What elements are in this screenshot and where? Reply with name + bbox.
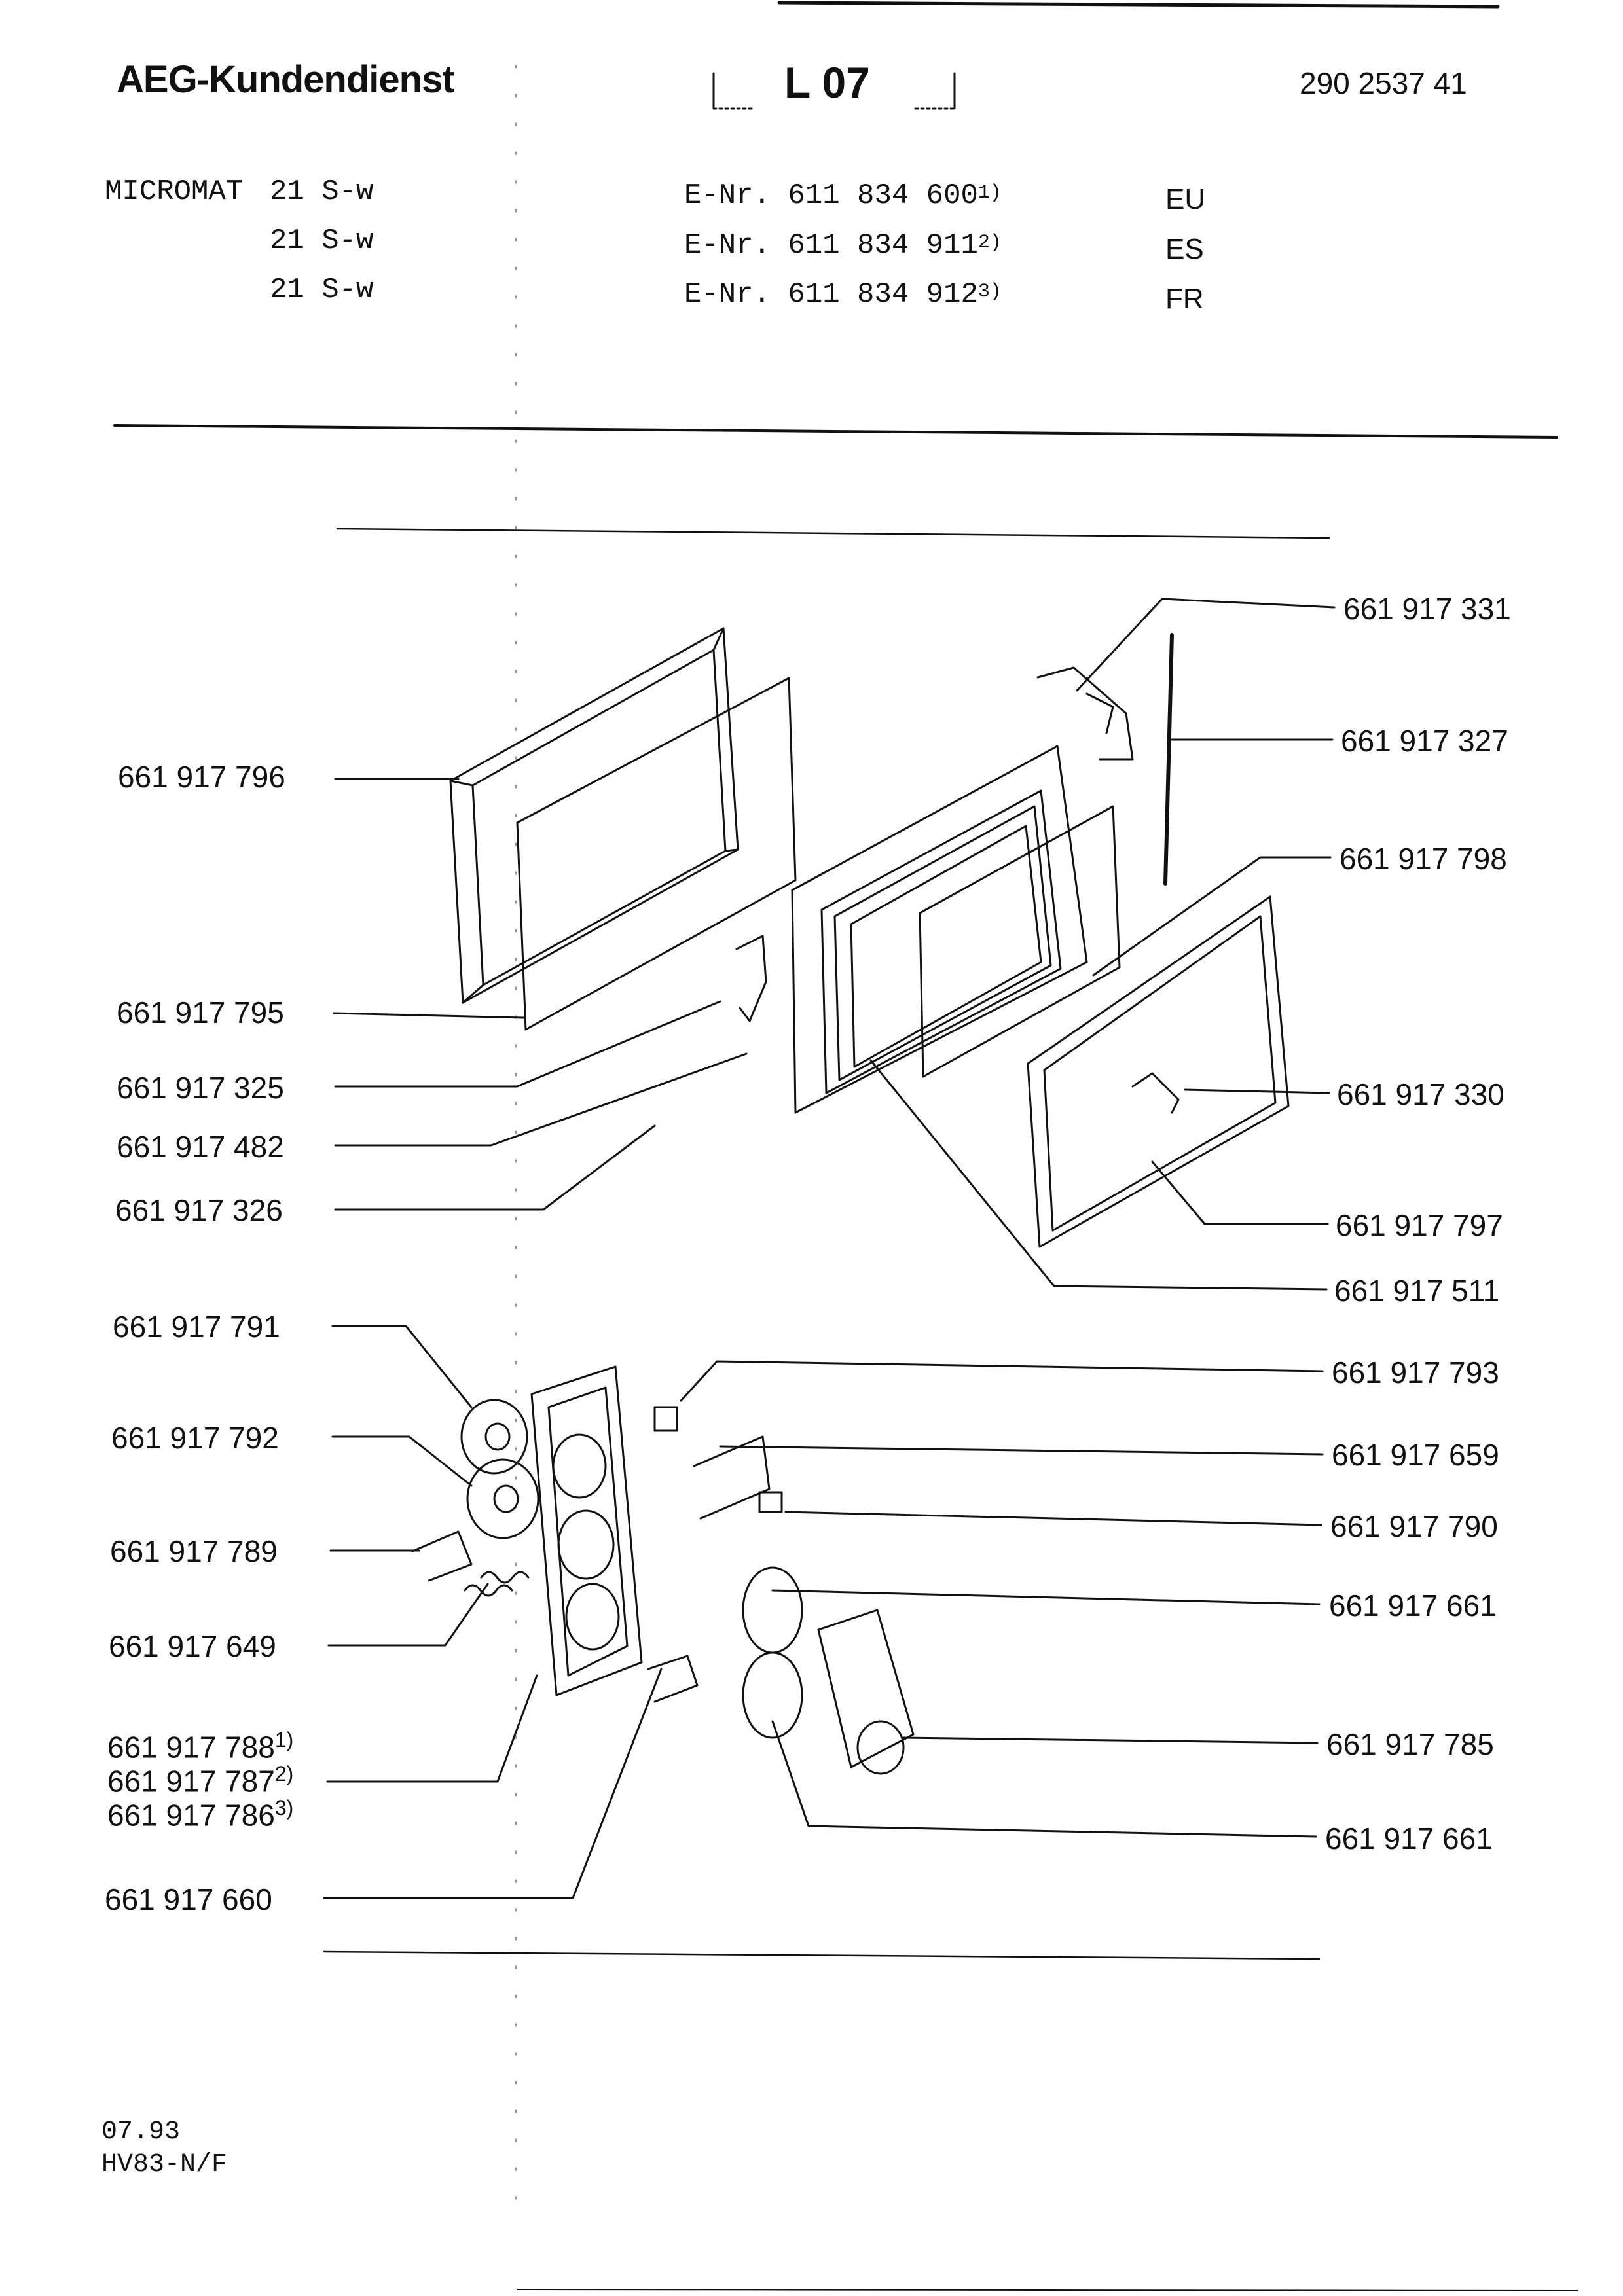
part-label-left: 661 917 325 <box>117 1071 284 1105</box>
country-code-2: ES <box>1165 233 1204 265</box>
part-label-left: 661 917 791 <box>113 1310 280 1344</box>
model-variant-2: 21 S-w <box>270 224 374 257</box>
leader-line <box>334 1052 748 1147</box>
model-name: MICROMAT <box>105 175 244 208</box>
door-glass-panel <box>516 677 797 1031</box>
leader-line <box>1184 1088 1330 1094</box>
part-label-left-variant: 661 917 7872) <box>107 1762 294 1799</box>
sheet-bracket-right <box>914 72 956 110</box>
relay-unit <box>758 1491 783 1513</box>
leader-line <box>334 1124 656 1211</box>
drawing-top-rule <box>336 528 1330 539</box>
part-label-left: 661 917 795 <box>117 996 284 1030</box>
leader-line <box>326 1674 538 1783</box>
leader-line <box>1076 598 1336 692</box>
leader-line <box>331 1325 473 1408</box>
knob-spring-lower <box>464 1584 513 1597</box>
sheet-bracket-left <box>712 72 754 110</box>
leader-line <box>323 1668 663 1899</box>
part-label-left: 661 917 482 <box>117 1130 284 1164</box>
sheet-number: L 07 <box>784 58 870 107</box>
leader-line <box>327 1583 489 1647</box>
part-label-right: 661 917 793 <box>1332 1355 1499 1390</box>
leader-line <box>719 1445 1324 1456</box>
enr-1: E-Nr. 611 834 6001) <box>684 179 1002 212</box>
part-label-left: 661 917 792 <box>111 1421 279 1455</box>
part-label-right: 661 917 661 <box>1329 1588 1497 1623</box>
document-number: 290 2537 41 <box>1300 66 1467 100</box>
part-label-left: 661 917 789 <box>110 1534 278 1568</box>
part-label-left-variant: 661 917 7881) <box>107 1728 294 1765</box>
leader-line <box>902 1736 1319 1744</box>
door-latch-hook <box>735 935 767 1022</box>
footer-code: HV83-N/F <box>101 2150 228 2179</box>
part-label-right: 661 917 331 <box>1343 592 1511 626</box>
leader-line <box>771 1720 1317 1838</box>
part-label-right: 661 917 327 <box>1341 724 1508 758</box>
enr-2: E-Nr. 611 834 9112) <box>684 229 1002 262</box>
inner-mesh-window <box>919 805 1121 1078</box>
part-label-right: 661 917 330 <box>1337 1077 1504 1111</box>
part-label-right: 661 917 511 <box>1334 1274 1500 1308</box>
part-label-right: 661 917 785 <box>1326 1727 1494 1761</box>
model-variant-1: 21 S-w <box>270 175 374 208</box>
top-edge-rule <box>777 1 1500 9</box>
header-divider <box>113 424 1558 439</box>
page-bottom-rule <box>517 2289 1578 2291</box>
control-knob-bottom <box>466 1458 539 1539</box>
vertical-strip <box>1163 633 1174 886</box>
control-panel <box>530 1365 643 1696</box>
leader-line <box>784 1511 1322 1526</box>
model-variant-3: 21 S-w <box>270 274 374 306</box>
part-label-right: 661 917 790 <box>1330 1509 1498 1543</box>
rear-door-frame <box>1027 895 1290 1248</box>
leader-line <box>334 1000 721 1088</box>
knob-spring-upper <box>480 1571 530 1584</box>
leader-line <box>1151 1160 1329 1225</box>
timer-assembly <box>742 1566 915 1775</box>
drawing-bottom-rule <box>323 1950 1321 1960</box>
enr-3: E-Nr. 611 834 9123) <box>684 278 1002 311</box>
control-knob-top <box>460 1399 528 1475</box>
switch-bracket <box>411 1530 473 1582</box>
part-label-left-variant: 661 917 7863) <box>107 1796 294 1833</box>
leader-line <box>869 1059 1328 1291</box>
country-code-3: FR <box>1165 283 1204 315</box>
leader-line <box>331 1435 473 1487</box>
part-label-left: 661 917 660 <box>105 1882 272 1916</box>
part-label-right: 661 917 661 <box>1325 1821 1493 1856</box>
leader-line <box>1092 856 1332 977</box>
brand-title: AEG-Kundendienst <box>117 58 455 101</box>
hinge-bracket <box>1036 666 1134 761</box>
part-label-right: 661 917 797 <box>1336 1208 1503 1242</box>
part-label-right: 661 917 798 <box>1340 842 1507 876</box>
leader-line <box>680 1360 1324 1402</box>
cam-pusher <box>653 1406 678 1432</box>
outer-door-frame <box>449 627 739 1004</box>
switch-block <box>693 1435 771 1520</box>
latch-plate <box>1131 1072 1180 1114</box>
footer-date: 07.93 <box>101 2117 181 2147</box>
inner-door-panel <box>791 745 1088 1114</box>
part-label-right: 661 917 659 <box>1332 1438 1499 1472</box>
leader-line <box>333 1012 525 1019</box>
part-label-left: 661 917 649 <box>109 1629 276 1663</box>
panel-foot <box>647 1655 699 1703</box>
part-label-left: 661 917 796 <box>118 760 285 794</box>
country-code-1: EU <box>1165 183 1206 215</box>
part-label-left: 661 917 326 <box>115 1193 283 1227</box>
leader-line <box>771 1589 1321 1605</box>
